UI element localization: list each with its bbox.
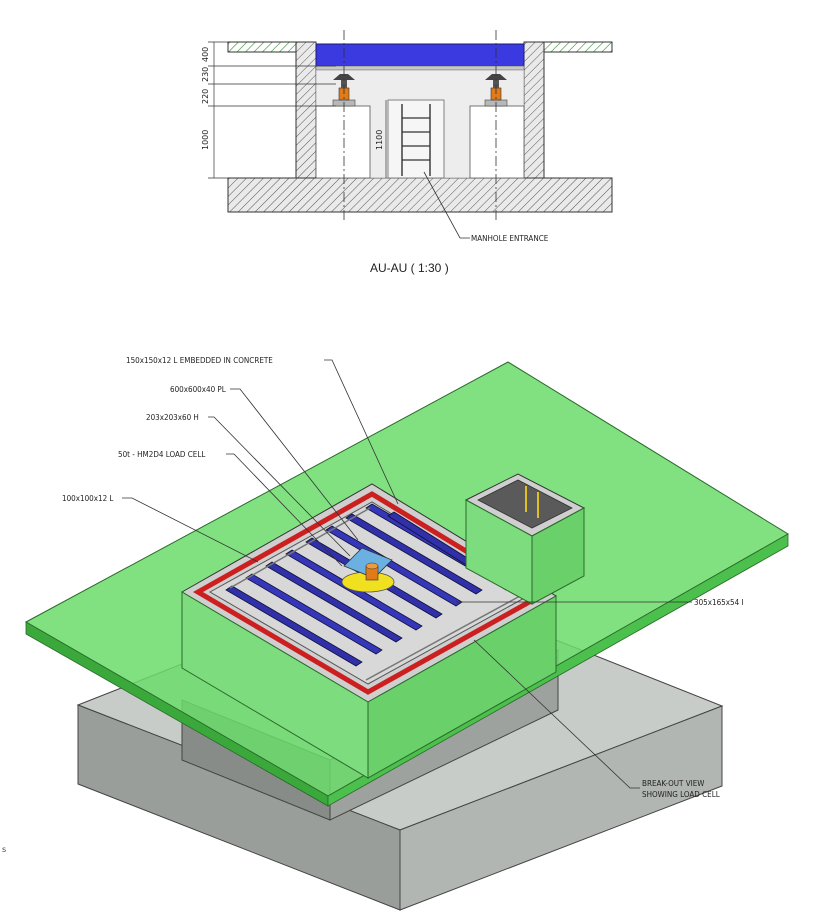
dim-1000: 1000 bbox=[201, 130, 210, 150]
manhole-leader bbox=[423, 171, 470, 239]
callout-h-section: 203x203x60 H bbox=[146, 413, 199, 422]
dim-220: 220 bbox=[201, 89, 210, 104]
pedestal-left bbox=[315, 105, 371, 179]
manhole-shaft bbox=[464, 473, 586, 605]
callout-angle: 100x100x12 L bbox=[62, 494, 113, 503]
load-cell-assembly bbox=[341, 547, 395, 593]
pit-wall-left bbox=[295, 41, 317, 179]
isometric-view: 150x150x12 L EMBEDDED IN CONCRETE 600x60… bbox=[24, 356, 789, 911]
edge-mark: s bbox=[2, 845, 6, 854]
dim-1100: 1100 bbox=[375, 130, 384, 150]
dim-400: 400 bbox=[201, 47, 210, 62]
weighbridge-deck bbox=[315, 43, 525, 67]
manhole-ladder bbox=[387, 99, 445, 179]
section-view: 400 230 220 1000 1100 MANHOLE ENTRANCE A… bbox=[201, 30, 613, 275]
ground-right bbox=[543, 41, 613, 53]
callout-i-beam: 305x165x54 I bbox=[694, 598, 744, 607]
ground-left bbox=[227, 41, 297, 53]
callout-leaders bbox=[122, 359, 692, 789]
callout-load-cell: 50t - HM2D4 LOAD CELL bbox=[118, 450, 205, 459]
callout-breakout-line2: SHOWING LOAD CELL bbox=[642, 790, 720, 799]
pit-base-slab bbox=[227, 177, 613, 213]
section-title: AU-AU ( 1:30 ) bbox=[370, 261, 449, 275]
beam-grid bbox=[225, 503, 521, 681]
pedestal-right bbox=[469, 105, 525, 179]
callout-breakout-line1: BREAK-OUT VIEW bbox=[642, 779, 704, 788]
callout-plate: 600x600x40 PL bbox=[170, 385, 226, 394]
dimension-chain bbox=[208, 41, 387, 179]
manhole-entrance-label: MANHOLE ENTRANCE bbox=[471, 234, 549, 243]
dim-230: 230 bbox=[201, 67, 210, 82]
pit-wall-right bbox=[523, 41, 545, 179]
callout-angle-embedded: 150x150x12 L EMBEDDED IN CONCRETE bbox=[126, 356, 273, 365]
